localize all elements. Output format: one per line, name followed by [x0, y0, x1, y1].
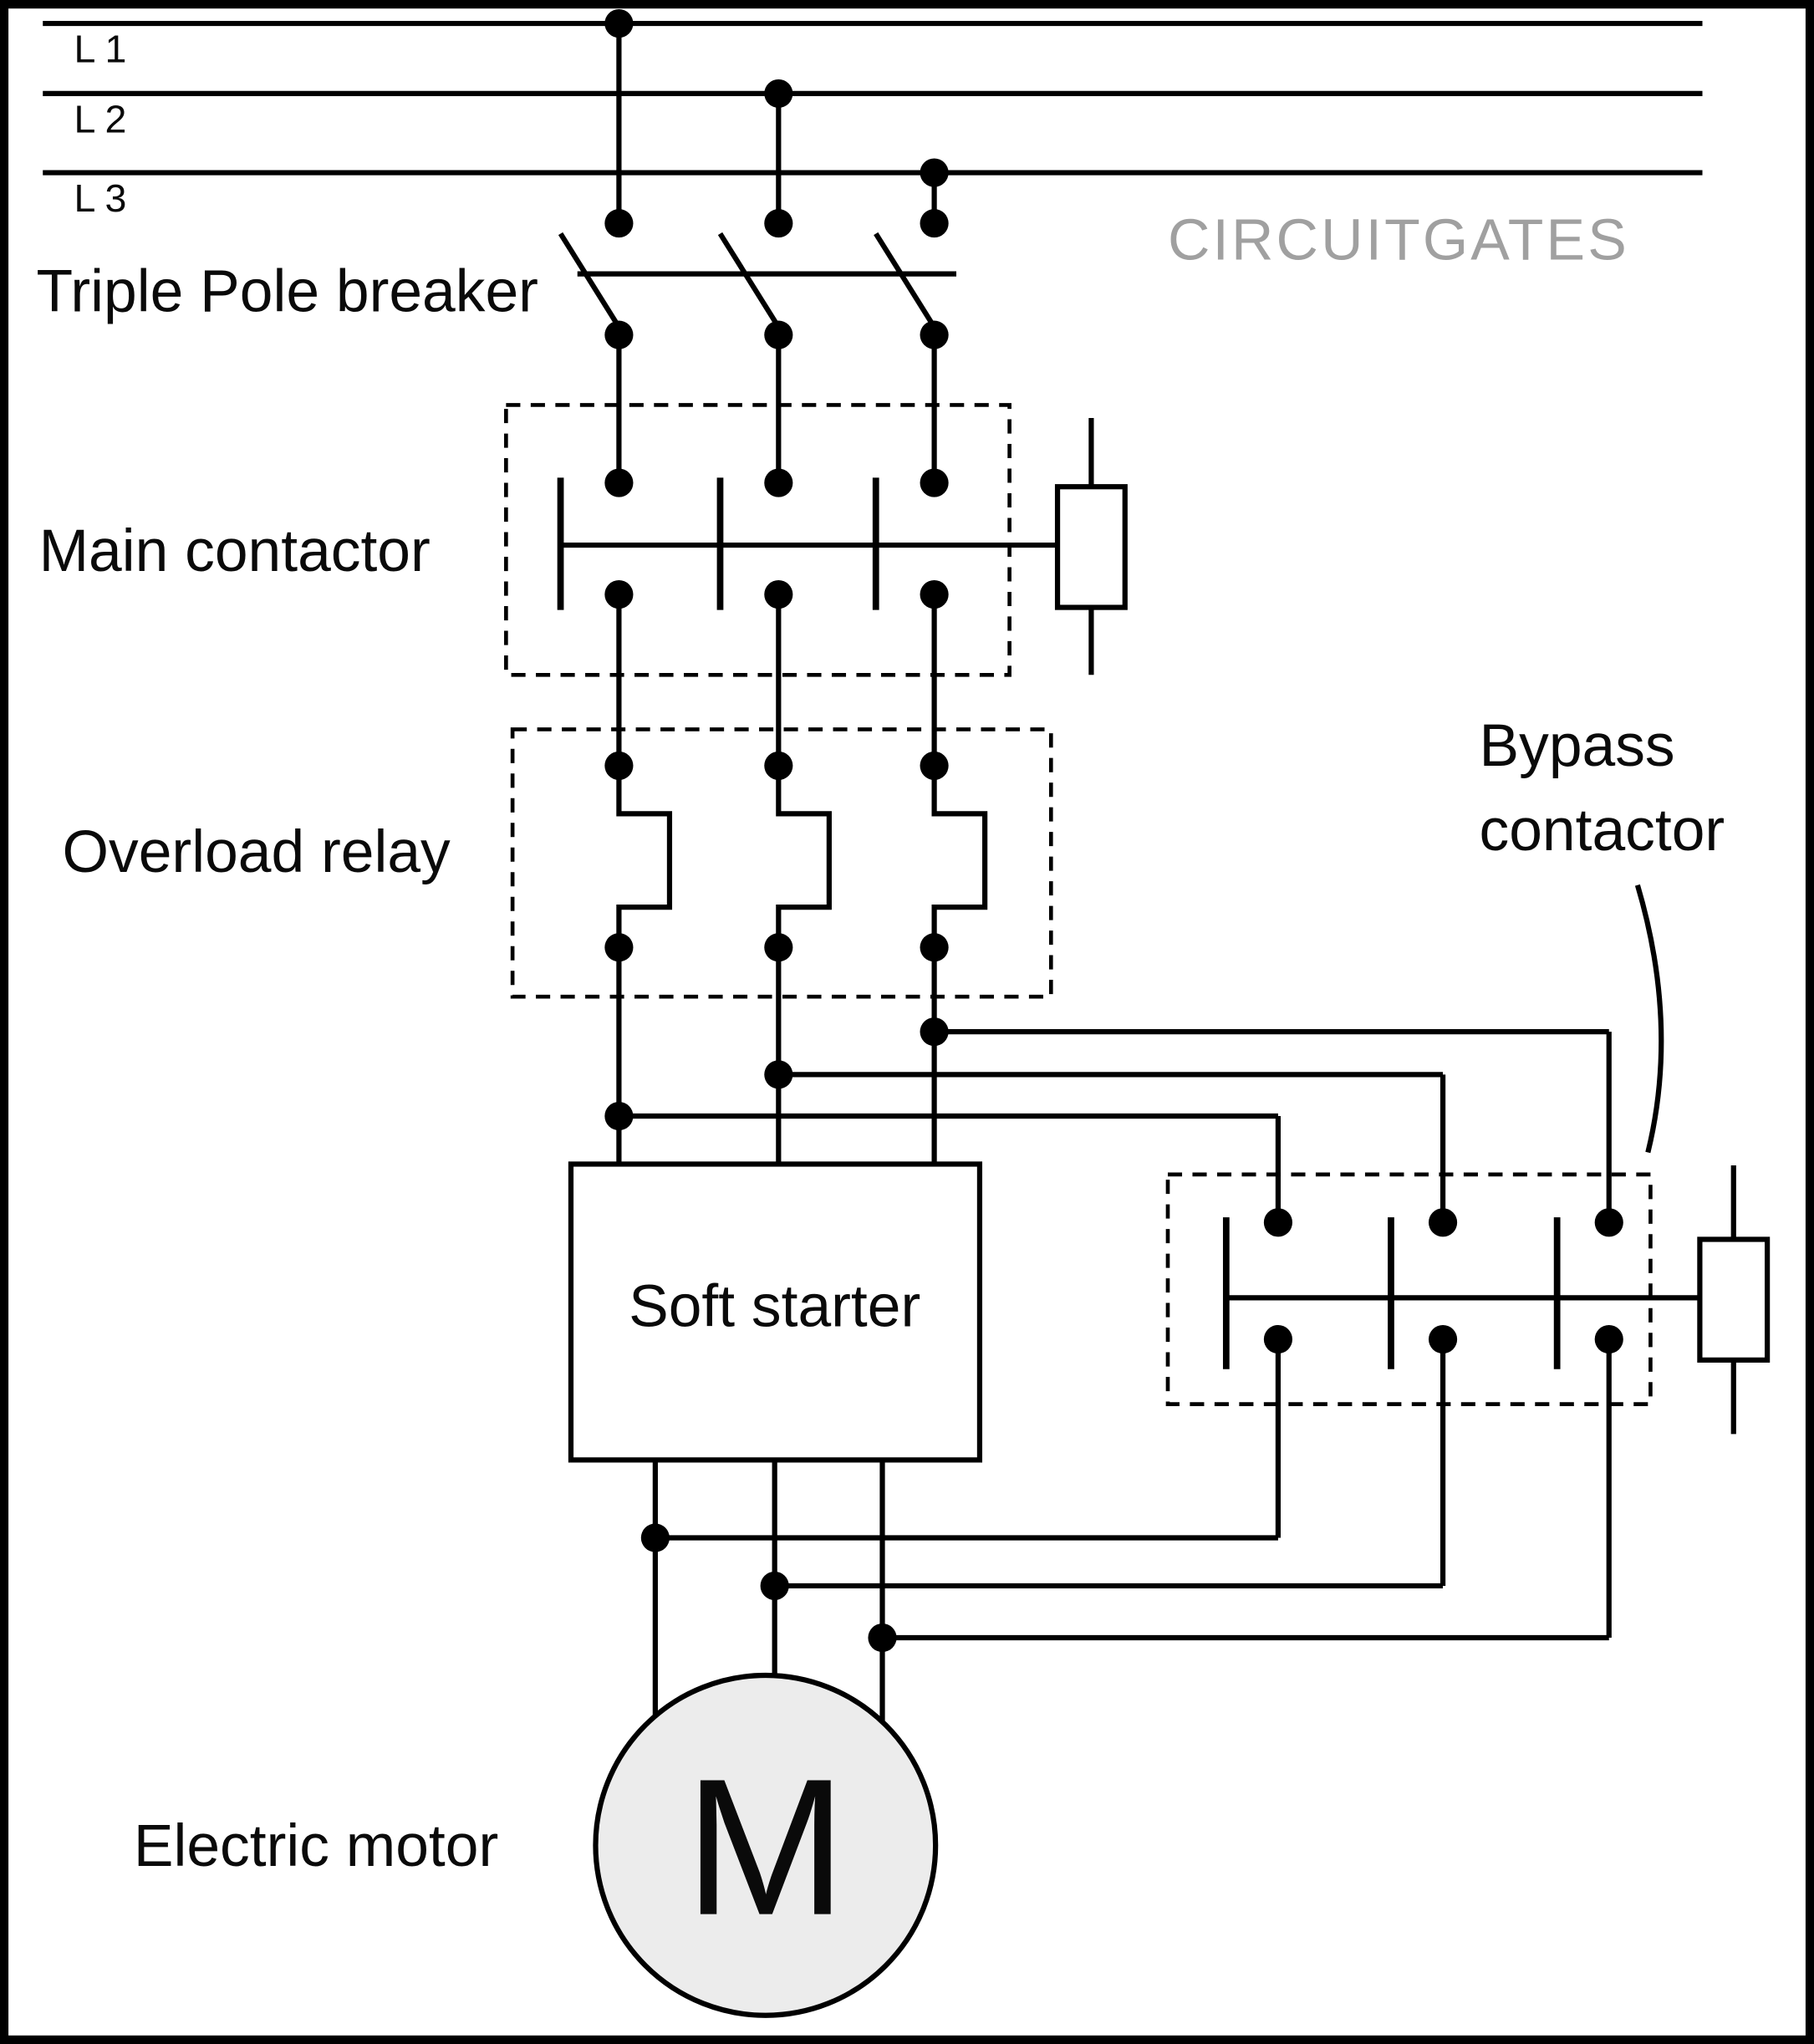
power-bus: L 1 L 2 L 3 — [43, 8, 1703, 238]
bypass-label-line2: contactor — [1480, 797, 1725, 864]
bus-label-l3: L 3 — [74, 176, 126, 220]
main-contactor-box — [504, 403, 1011, 677]
overload-relay-label: Overload relay — [63, 818, 451, 885]
soft-starter-label: Soft starter — [629, 1272, 920, 1339]
branch-junction-dots — [604, 1017, 949, 1131]
overload-heater-a — [616, 765, 673, 948]
overload-heater-c — [931, 765, 988, 948]
breaker-blade-b — [717, 232, 781, 329]
bypass-contactor-box — [1165, 1172, 1653, 1406]
triple-pole-breaker: Triple Pole breaker — [36, 232, 956, 483]
bus-label-l2: L 2 — [74, 97, 126, 140]
bypass-label-pointer — [1634, 884, 1664, 1154]
motor-symbol: M — [685, 1739, 847, 1956]
output-junction-dots — [640, 1523, 897, 1653]
bypass-branch-wiring — [604, 947, 1612, 1223]
main-contactor-coil — [1054, 417, 1128, 675]
electric-motor: M Electric motor — [134, 1672, 939, 2018]
bypass-terminal-dots — [1263, 1208, 1623, 1354]
motor-circle — [593, 1672, 939, 2018]
bypass-contactor: Bypass contactor — [1165, 712, 1771, 1435]
bypass-coil-body — [1697, 1236, 1771, 1363]
breaker-blade-c — [874, 232, 937, 329]
main-contactor-label: Main contactor — [39, 517, 431, 584]
main-coil-body — [1054, 484, 1128, 610]
motor-output-wiring — [640, 1339, 1612, 1726]
watermark-text: CIRCUITGATES — [1168, 207, 1629, 273]
bus-label-l1: L 1 — [74, 28, 126, 71]
soft-starter: Soft starter — [568, 1161, 983, 1463]
bypass-label-line1: Bypass — [1480, 712, 1675, 779]
soft-starter-box — [568, 1161, 983, 1463]
overload-relay: Overload relay — [63, 727, 1053, 999]
bypass-contactor-coil — [1697, 1165, 1771, 1435]
overload-relay-box — [510, 727, 1053, 999]
bus-junction-dots — [604, 8, 949, 238]
breaker-label: Triple Pole breaker — [36, 258, 538, 325]
main-contactor: Main contactor — [39, 403, 1128, 766]
electric-motor-label: Electric motor — [134, 1812, 498, 1879]
main-contactor-terminal-dots — [604, 468, 949, 609]
overload-heater-b — [776, 765, 832, 948]
breaker-blade-a — [558, 232, 622, 329]
